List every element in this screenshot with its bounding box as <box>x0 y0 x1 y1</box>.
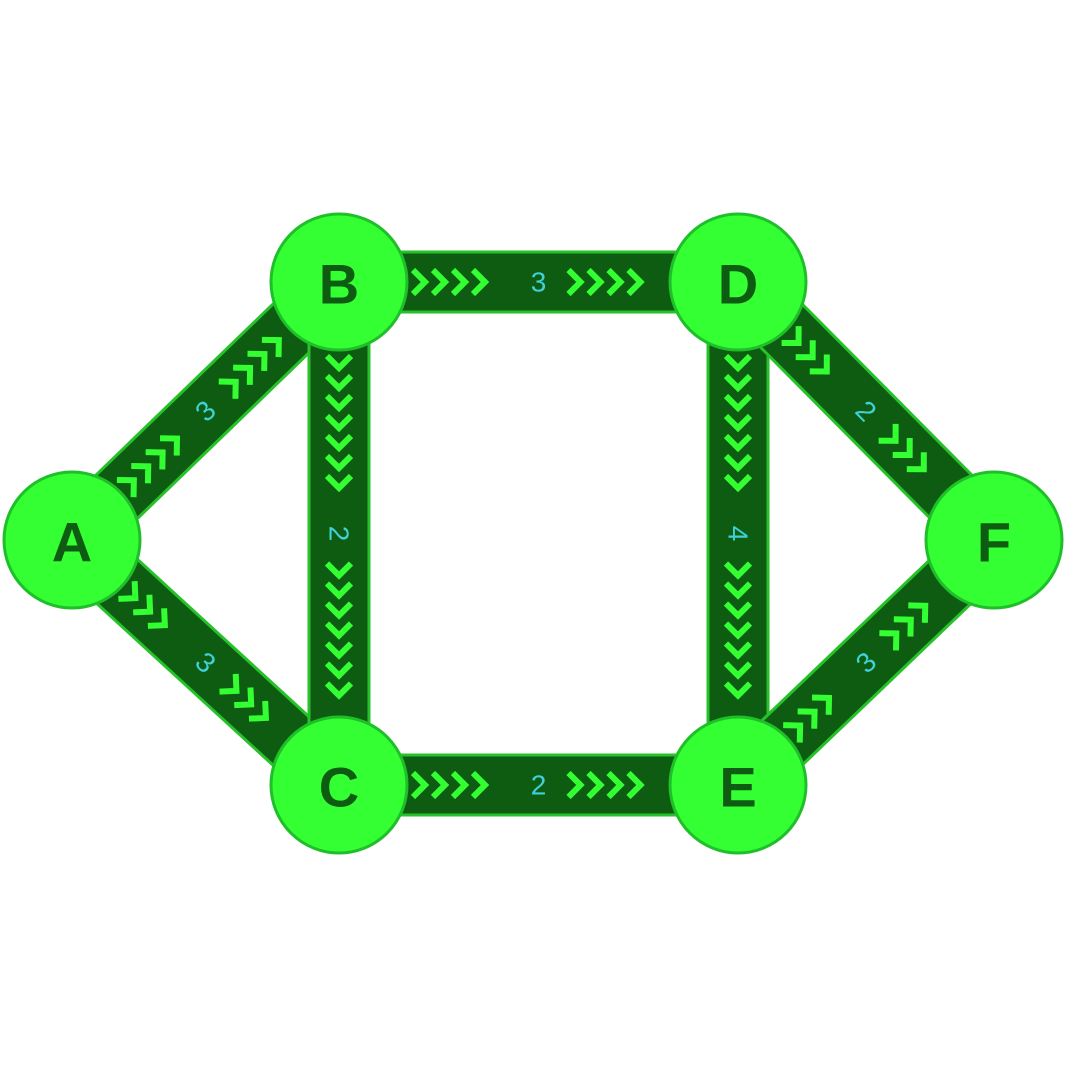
chevron-arrows-icon <box>410 770 645 800</box>
edge-b-c: 2 <box>307 280 371 787</box>
edge-weight-label: 2 <box>531 770 547 801</box>
node-label: C <box>319 756 359 819</box>
node-label: D <box>718 253 758 316</box>
chevron-arrows-icon <box>781 326 927 473</box>
node-c[interactable]: C <box>269 715 409 855</box>
edge-d-e: 4 <box>706 280 770 787</box>
node-circle <box>2 470 142 610</box>
node-circle <box>269 212 409 352</box>
chevron-arrows-icon <box>118 581 270 722</box>
node-d[interactable]: D <box>668 212 808 352</box>
node-circle <box>924 470 1064 610</box>
chevron-arrows-icon <box>324 353 354 700</box>
node-a[interactable]: A <box>2 470 142 610</box>
edge-weight-label: 2 <box>324 526 355 542</box>
node-label: A <box>52 511 92 574</box>
node-label: E <box>719 756 756 819</box>
edge-weight-label: 3 <box>531 267 547 298</box>
node-circle <box>269 715 409 855</box>
node-label: B <box>319 253 359 316</box>
chevron-arrows-icon <box>410 267 645 297</box>
chevron-arrows-icon <box>783 602 929 743</box>
edge-weight-label: 4 <box>723 526 754 542</box>
node-b[interactable]: B <box>269 212 409 352</box>
nodes-layer: A B C D E F <box>2 212 1064 855</box>
chevron-arrows-icon <box>723 353 753 700</box>
node-f[interactable]: F <box>924 470 1064 610</box>
node-e[interactable]: E <box>668 715 808 855</box>
node-label: F <box>977 511 1011 574</box>
chevron-arrows-icon <box>116 336 282 498</box>
node-circle <box>668 715 808 855</box>
node-circle <box>668 212 808 352</box>
